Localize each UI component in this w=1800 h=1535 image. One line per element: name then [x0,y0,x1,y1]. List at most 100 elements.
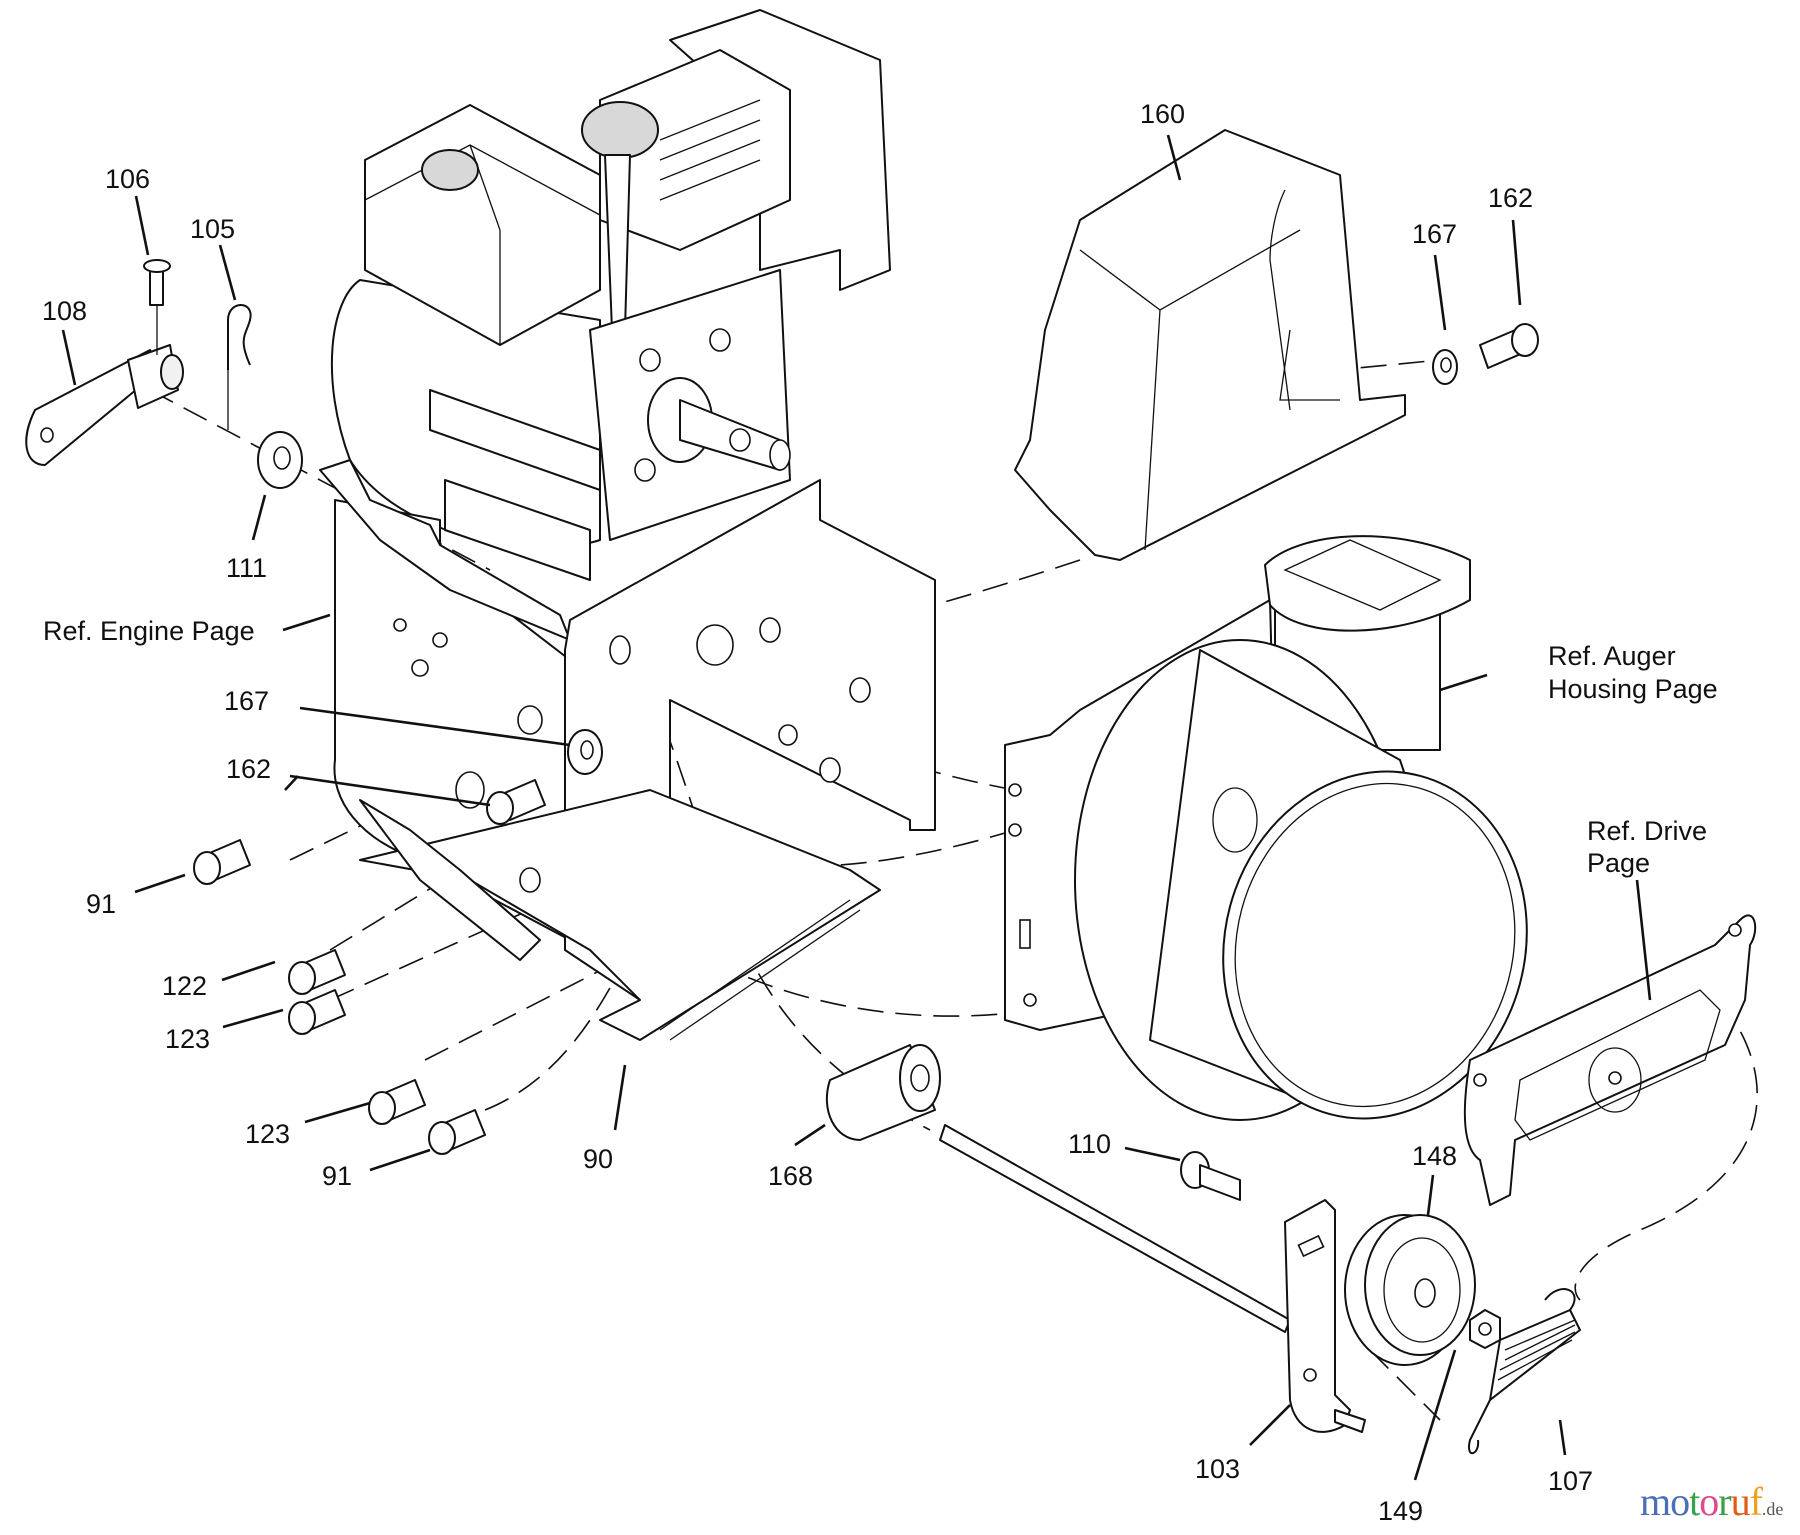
frame-hole [759,617,781,643]
housing-hole [1023,993,1037,1007]
dash-bracket-to-spring [1369,1349,1441,1421]
logo-letter: m [1640,1479,1671,1524]
part-123-bolt-bottom [368,1079,426,1125]
label-105: 105 [190,214,235,244]
oil-fill-cap [581,101,659,159]
part-162-bolt-left [486,779,546,825]
part-123-bolt-top [288,989,346,1035]
logo-letter: o [1699,1479,1719,1524]
dash-drive-to-spring [1574,999,1758,1301]
leader-123-bottom [304,1101,371,1124]
part-148-idler-pulley [1344,1214,1476,1366]
logo-letter: o [1670,1479,1690,1524]
housing-hole [1008,823,1022,837]
frame-keyhole [609,635,631,665]
engine-mount-block [444,479,591,581]
left-linkage-parts [25,259,303,489]
label-91-top: 91 [86,889,116,919]
frame-hole [393,618,407,632]
frame-top-flange [319,459,571,641]
logo-letter: t [1689,1479,1700,1524]
engine-mount-rail [429,389,601,491]
frame-hole [517,705,543,735]
part-149-hex-nut [1469,1309,1501,1349]
gearbox-bolt-3 [729,428,751,452]
part-105-hair-clip [227,304,252,370]
frame-left-flange [359,799,541,961]
leader-ref-drive [1635,879,1652,1001]
watermark-logo: motoruf.de [1640,1478,1783,1525]
ref-auger-line1: Ref. Auger [1548,641,1676,671]
cooling-fins [659,99,761,201]
frame-bearing-hole [696,624,734,666]
leader-105 [218,244,237,301]
part-106-pin-shank [149,267,164,306]
gearbox-bolt-1 [639,348,661,372]
part-122-bolt [288,949,346,995]
leader-108 [61,329,77,386]
arm-hole [40,427,54,443]
ref-auger-line2: Housing Page [1548,674,1718,704]
rod [939,1124,1291,1333]
drive-bracket [1463,914,1757,1206]
cover-inner-edge [1269,189,1291,411]
housing-hole [1008,783,1022,797]
output-shaft-end [769,439,791,471]
left-fasteners [193,729,603,1155]
frame-hole [819,757,841,783]
label-148: 148 [1412,1141,1457,1171]
part-110-shoulder-bolt [1180,1151,1241,1201]
frame-bottom-pan [359,789,881,1041]
leader-91-top [134,873,186,894]
label-149: 149 [1378,1496,1423,1526]
logo-tld: .de [1761,1499,1784,1519]
label-122: 122 [162,971,207,1001]
part-103-idler-bracket [1284,1199,1366,1433]
label-123-bottom: 123 [245,1119,290,1149]
frame-hole [778,724,798,746]
label-91-bottom: 91 [322,1161,352,1191]
label-103: 103 [1195,1454,1240,1484]
leader-123-top [222,1008,284,1029]
part-168-bushing [825,1044,941,1141]
frame-assembly [319,459,936,1041]
label-168: 168 [768,1161,813,1191]
dipstick-tube [604,154,631,331]
part-91-bolt-bottom [428,1109,486,1155]
housing-neck-flange [1264,535,1471,632]
leader-90 [613,1064,627,1131]
leader-111 [251,494,267,541]
leader-103 [1249,1404,1291,1446]
leader-107 [1558,1419,1567,1456]
ref-drive-line2: Page [1587,848,1650,878]
label-167-right: 167 [1412,219,1457,249]
frame-hole [455,771,485,809]
label-110: 110 [1068,1129,1111,1159]
leader-160 [1166,134,1182,181]
part-108-arm [25,349,161,466]
part-108-bore [160,354,184,390]
leader-148 [1426,1174,1435,1216]
part-106-pin-head [143,259,171,273]
leader-122 [221,960,276,982]
part-91-bolt-top [193,839,251,885]
ref-engine-page: Ref. Engine Page [43,616,255,646]
gearbox-bolt-4 [634,458,656,482]
pan-slot [659,899,861,1041]
label-167-left: 167 [224,686,269,716]
housing-drum-rim-inner [1234,782,1516,1108]
logo-letter: f [1749,1479,1763,1524]
logo-letter: r [1718,1479,1731,1524]
cover-body [1014,129,1406,561]
leader-lines [61,134,1652,1481]
label-111: 111 [226,553,267,583]
frame-hole [849,677,871,703]
auger-housing [1004,535,1528,1121]
leader-162-right [1511,219,1522,306]
engine-assembly [330,9,891,581]
leader-110 [1124,1146,1181,1162]
label-162-right: 162 [1488,183,1533,213]
part-160-cover [1014,129,1406,561]
label-90: 90 [583,1144,613,1174]
